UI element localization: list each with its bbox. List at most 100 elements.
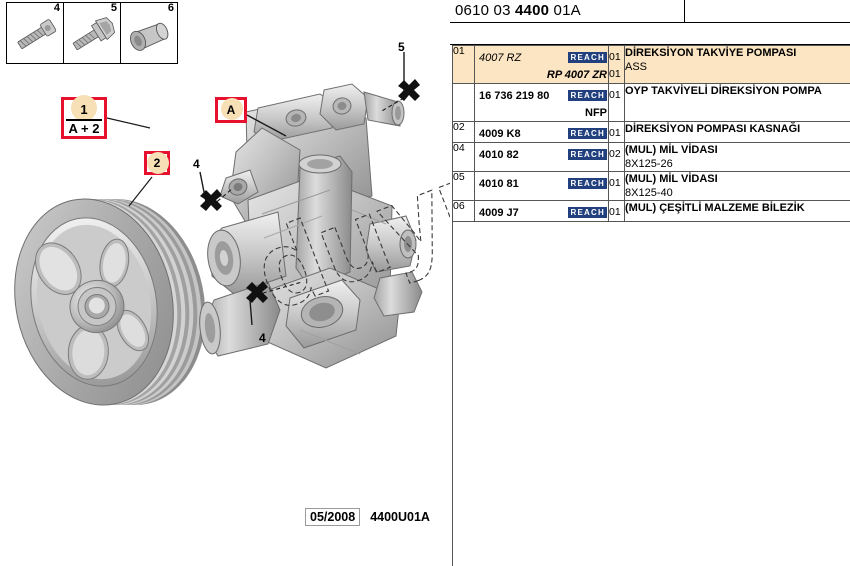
part-number: 4009 K8 [479, 127, 521, 140]
callout-number-2: 2 [153, 156, 161, 170]
reference-subheader-band [450, 23, 850, 45]
reach-badge: REACH [567, 128, 607, 139]
header-column-divider [684, 0, 685, 23]
quantity-value [609, 104, 624, 121]
part-number: 4010 81 [479, 177, 519, 190]
row-description: DİREKSİYON POMPASI KASNAĞI [624, 121, 850, 143]
drawing-code: 4400U01A [370, 510, 430, 524]
row-description: (MUL) ÇEŞİTLİ MALZEME BİLEZİK [624, 200, 850, 222]
fastener-cell-5: 5 [64, 3, 121, 63]
reference-code: 0610 03 4400 01A [455, 2, 581, 19]
row-index [452, 83, 475, 122]
row-description: OYP TAKVİYELİ DİREKSİYON POMPA [624, 83, 850, 122]
exploded-diagram-panel: 4 5 [6, 2, 450, 526]
row-quantity: 01 [608, 121, 625, 143]
table-left-rule [452, 45, 453, 566]
x-markers [200, 79, 420, 303]
callout-box-a[interactable]: A [215, 97, 247, 123]
part-number: RP 4007 ZR [546, 68, 607, 81]
description-title: DİREKSİYON POMPASI KASNAĞI [625, 123, 801, 135]
reach-badge: REACH [567, 149, 607, 160]
reference-header: 0610 03 4400 01A [450, 0, 850, 23]
reference-suffix: 01A [553, 2, 581, 19]
quantity-value: 01 [609, 127, 621, 139]
fastener-number-4: 4 [53, 2, 60, 14]
quantity-value: 01 [609, 89, 621, 101]
row-part-numbers: 4007 RZ REACH RP 4007 ZR [474, 45, 609, 84]
description-title: (MUL) MİL VİDASI [625, 144, 718, 156]
description-title: DİREKSİYON TAKVİYE POMPASI [625, 47, 797, 59]
callout-letter-a: A [226, 103, 236, 117]
callout-sub-label: A + 2 [68, 121, 100, 136]
fastener-cell-4: 4 [7, 3, 64, 63]
bolt-flange-icon [72, 17, 116, 51]
parts-table-panel: 0610 03 4400 01A 01 4007 RZ REACH RP 4007 Z… [450, 0, 850, 566]
fastener-legend-strip: 4 5 [6, 2, 178, 64]
row-index: 05 [452, 171, 475, 201]
callout-box-2[interactable]: 2 [144, 151, 170, 175]
description-title: (MUL) MİL VİDASI [625, 173, 718, 185]
quantity-value: 01 [609, 68, 621, 80]
row-quantity: 01 [608, 83, 625, 122]
fastener-number-5: 5 [110, 2, 117, 14]
callout-number-4-lower: 4 [259, 331, 266, 345]
description-subtitle: ASS [625, 61, 648, 73]
row-index: 04 [452, 142, 475, 172]
quantity-value: 01 [609, 206, 621, 218]
row-part-numbers: 4009 J7 REACH [474, 200, 609, 222]
reach-badge: REACH [567, 52, 607, 63]
row-index: 01 [452, 45, 475, 84]
part-number-line: RP 4007 ZR [475, 66, 608, 83]
row-description: DİREKSİYON TAKVİYE POMPASI ASS [624, 45, 850, 84]
row-quantity: 02 [608, 142, 625, 172]
drawing-date: 05/2008 [305, 508, 361, 526]
quantity-value: 02 [609, 148, 621, 160]
part-number: 4009 J7 [479, 206, 519, 219]
part-number-line: 4007 RZ REACH [475, 49, 608, 66]
reference-bold: 4400 [515, 2, 550, 19]
reach-badge: REACH [567, 178, 607, 189]
pulley-assembly [14, 198, 206, 406]
callout-disc [147, 152, 169, 174]
row-part-numbers: 4010 82 REACH [474, 142, 609, 172]
row-index: 02 [452, 121, 475, 143]
pump-body [199, 83, 423, 369]
description-title: OYP TAKVİYELİ DİREKSİYON POMPA [625, 85, 822, 97]
spacer-bushing-icon [130, 22, 169, 51]
power-steering-pump-illustration [14, 52, 423, 406]
part-number: 4007 RZ [479, 51, 522, 64]
part-number-line: 4010 81 REACH [475, 175, 608, 192]
bolt-long-icon [17, 19, 57, 49]
row-quantity: 01 [608, 171, 625, 201]
part-number-line: 4010 82 REACH [475, 146, 608, 163]
description-subtitle: 8X125-26 [625, 158, 673, 170]
drawing-footer: 05/2008 4400U01A [305, 508, 430, 526]
callout-disc [221, 98, 243, 120]
callout-divider [66, 119, 102, 121]
row-part-numbers: 4009 K8 REACH [474, 121, 609, 143]
fastener-cell-6: 6 [121, 3, 177, 63]
callout-box-1[interactable]: 1 A + 2 [61, 95, 107, 139]
quantity-value: 01 [609, 51, 621, 63]
quantity-value: 01 [609, 177, 621, 189]
part-number: NFP [585, 106, 607, 119]
reach-badge: REACH [567, 207, 607, 218]
part-number-line: NFP [475, 104, 608, 121]
part-number: 16 736 219 80 [479, 89, 550, 102]
part-number: 4010 82 [479, 148, 519, 161]
callout-disc [71, 95, 97, 121]
row-quantity: 01 [608, 200, 625, 222]
part-number-line: 4009 J7 REACH [475, 204, 608, 221]
